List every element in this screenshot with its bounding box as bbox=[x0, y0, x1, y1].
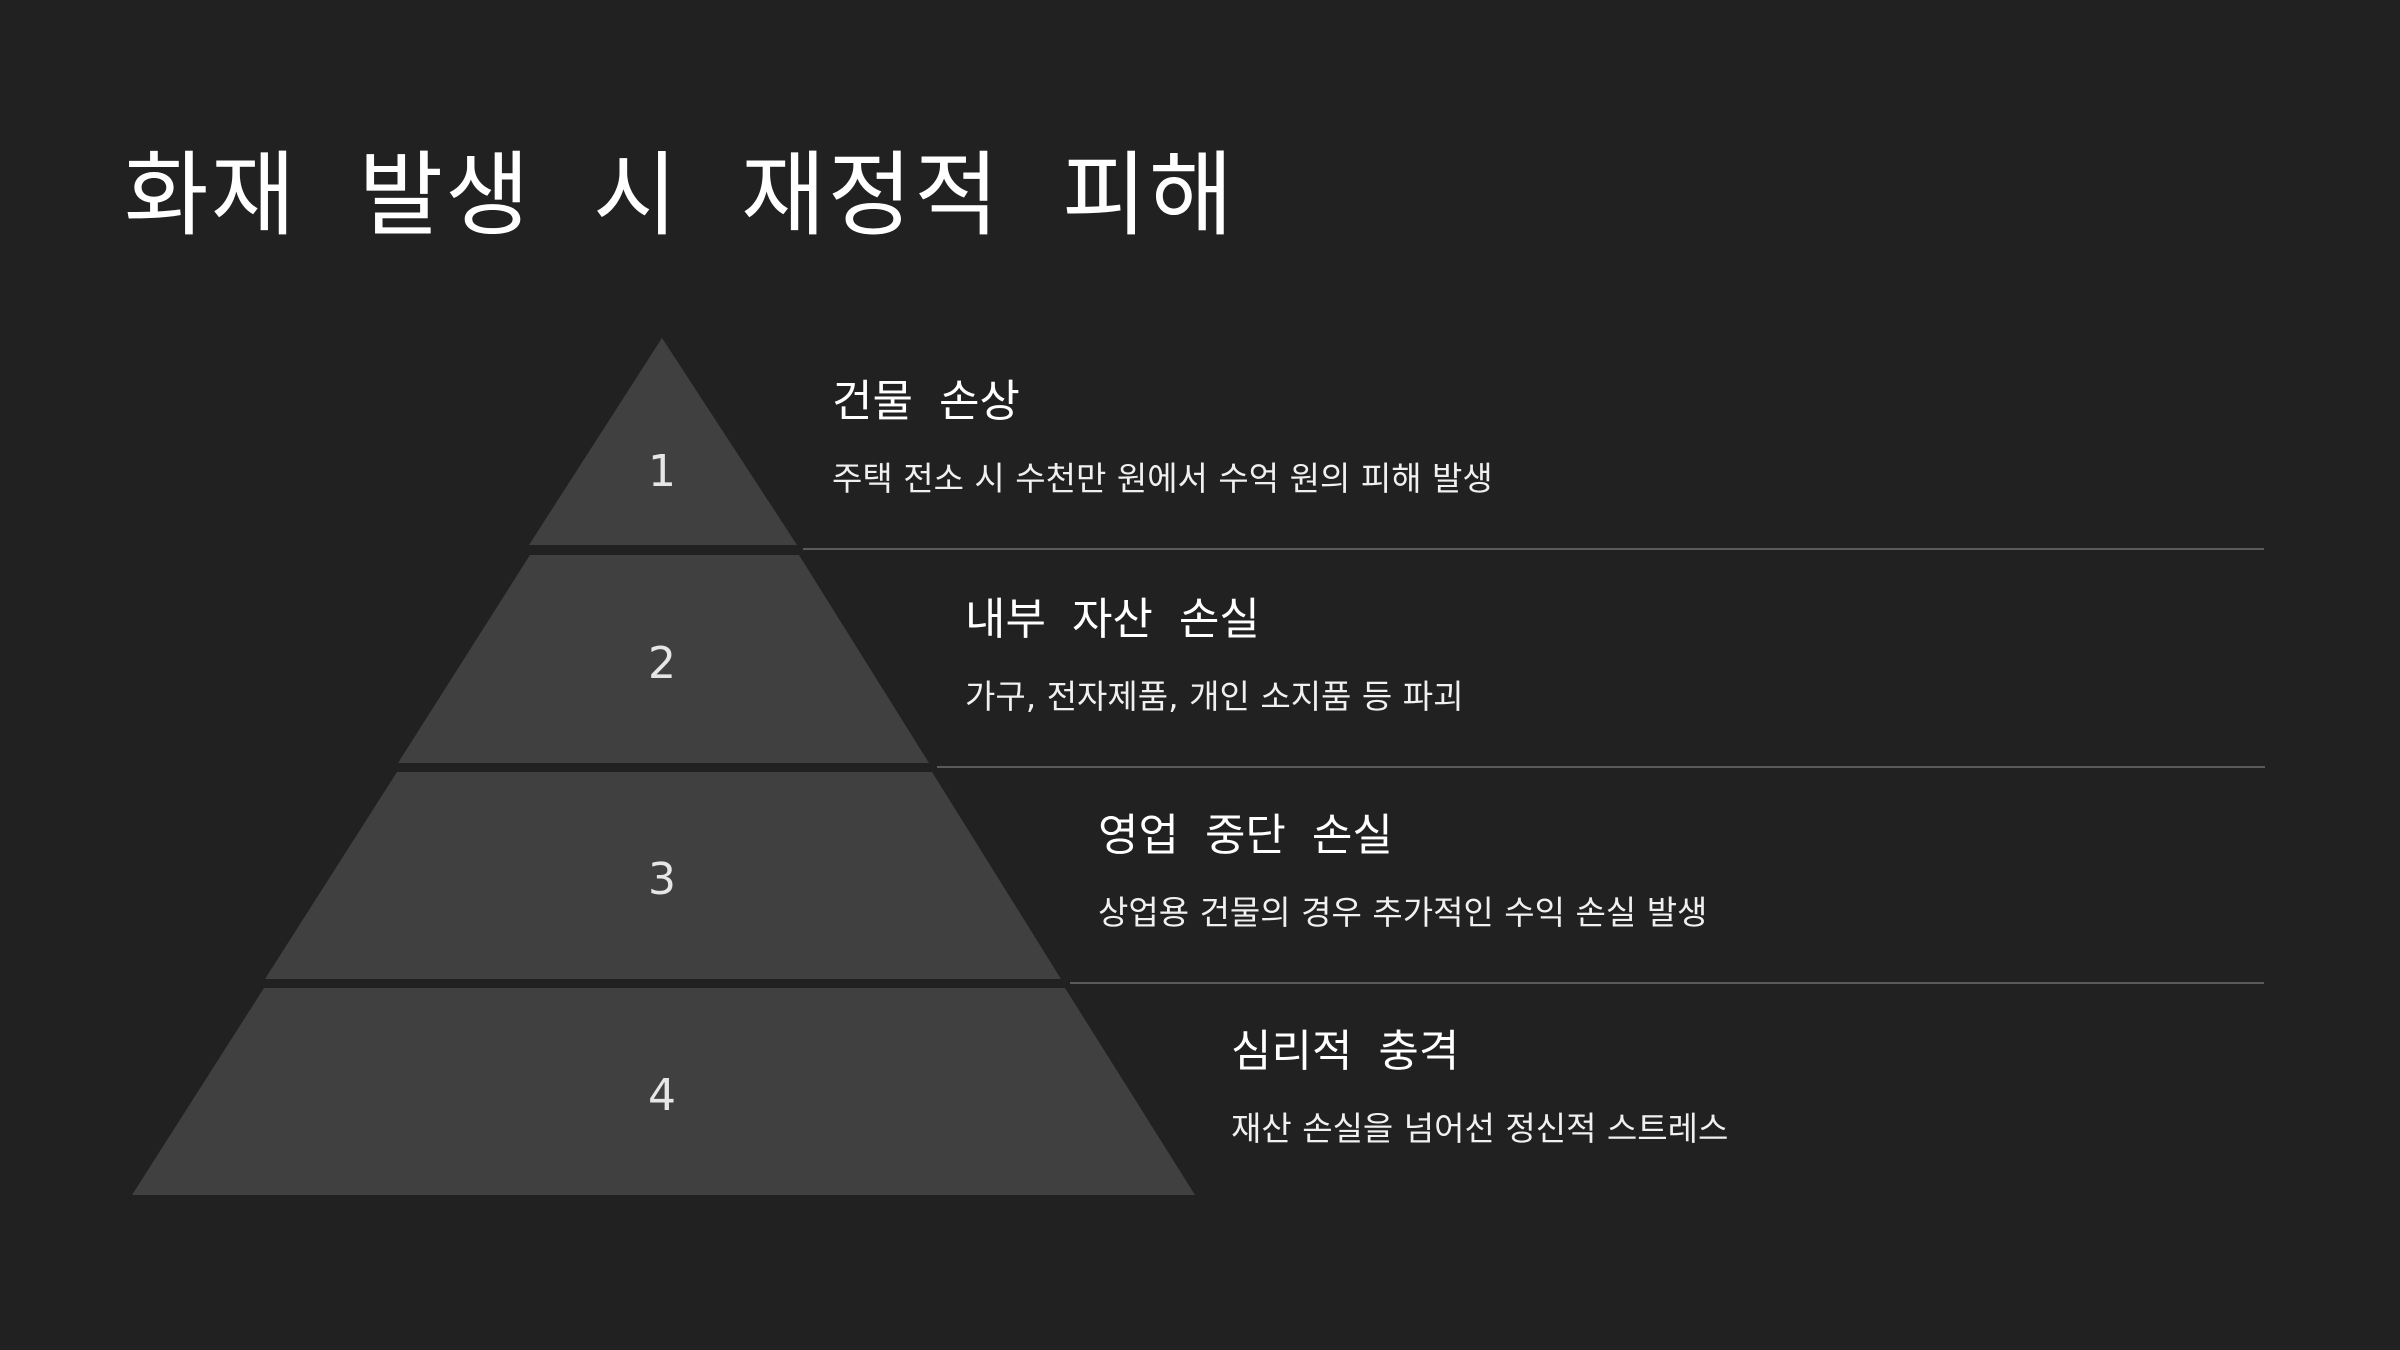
tier-2-description: 가구, 전자제품, 개인 소지품 등 파괴 bbox=[965, 677, 1464, 716]
tier-1-divider bbox=[803, 548, 2264, 550]
tier-2-divider bbox=[937, 766, 2265, 768]
tier-1-description: 주택 전소 시 수천만 원에서 수억 원의 피해 발생 bbox=[832, 459, 1493, 498]
pyramid-tier-2 bbox=[398, 555, 929, 763]
page-title: 화재 발생 시 재정적 피해 bbox=[124, 142, 1236, 249]
tier-3-number: 3 bbox=[648, 854, 676, 905]
tier-4-description: 재산 손실을 넘어선 정신적 스트레스 bbox=[1231, 1109, 1729, 1148]
tier-3-description: 상업용 건물의 경우 추가적인 수익 손실 발생 bbox=[1098, 893, 1708, 932]
pyramid-tier-3 bbox=[265, 772, 1061, 979]
tier-4-number: 4 bbox=[648, 1070, 676, 1121]
tier-2-heading: 내부 자산 손실 bbox=[965, 594, 1260, 645]
tier-2-number: 2 bbox=[648, 638, 676, 689]
tier-1-heading: 건물 손상 bbox=[832, 376, 1020, 427]
tier-1-number: 1 bbox=[648, 446, 676, 497]
tier-4-heading: 심리적 충격 bbox=[1231, 1026, 1460, 1077]
pyramid-tier-4 bbox=[132, 988, 1195, 1195]
tier-3-divider bbox=[1070, 982, 2264, 984]
tier-3-heading: 영업 중단 손실 bbox=[1098, 810, 1393, 861]
pyramid-tier-1 bbox=[529, 338, 797, 545]
